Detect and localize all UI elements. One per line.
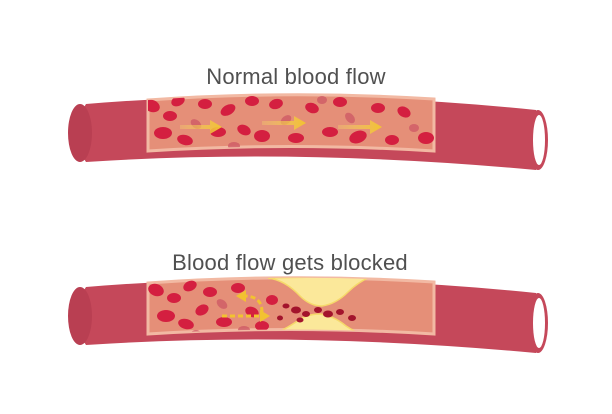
blood-cell [254, 130, 270, 142]
clot-cell [282, 303, 290, 309]
normal-flow-label: Normal blood flow [206, 64, 386, 89]
blood-cell [198, 99, 212, 109]
clot-cell [302, 311, 310, 317]
blood-cell [317, 96, 327, 104]
blood-cell [409, 124, 419, 132]
clot-cell [336, 309, 344, 315]
blood-cell [269, 98, 283, 110]
flow-arrow-icon [262, 116, 306, 130]
vessel-left-end [68, 287, 92, 345]
blood-cell [183, 280, 197, 292]
blood-cell [148, 283, 164, 297]
blood-cell [371, 103, 385, 113]
blood-cell [167, 293, 181, 303]
vessel-right-opening-inner [533, 115, 545, 165]
blocked-cells [148, 280, 278, 331]
blood-cell [171, 95, 185, 107]
vessel-left-end [68, 104, 92, 162]
arrow-head-icon [260, 310, 270, 322]
flow-arrow-icon [338, 120, 382, 134]
blood-cell [177, 134, 193, 146]
blood-cell [349, 130, 367, 144]
blood-cell [157, 310, 175, 322]
blocked-flow-arrows [222, 290, 270, 322]
blood-cell [255, 321, 269, 331]
blocked-vessel [68, 276, 548, 353]
blood-cell [418, 132, 434, 144]
blood-cell [148, 99, 160, 113]
blood-cell [216, 317, 232, 327]
blood-cell [163, 111, 177, 121]
flow-arrow-icon [180, 120, 222, 134]
flow-arrows [180, 116, 382, 134]
blood-cell [220, 104, 236, 116]
plaque-top [267, 277, 373, 307]
clot-cell [277, 315, 283, 321]
clot-cell [323, 310, 333, 318]
blood-cell [266, 295, 278, 305]
arrow-head-icon [236, 290, 246, 302]
blocked-flow-label: Blood flow gets blocked [172, 250, 408, 275]
blood-cell [195, 304, 209, 316]
blood-cell [305, 102, 319, 114]
blood-cell [397, 106, 411, 118]
normal-vessel [68, 93, 548, 170]
clot-cell [291, 306, 301, 314]
blood-cell [231, 283, 245, 293]
blood-cell [203, 287, 217, 297]
blood-cell [154, 127, 172, 139]
normal-cells [148, 95, 434, 150]
clot-cell [314, 307, 322, 313]
blood-cell [288, 133, 304, 143]
clot-cell [296, 317, 304, 323]
blood-cell [385, 135, 399, 145]
blood-cell [178, 318, 194, 330]
blood-cell [216, 299, 228, 309]
blood-cell [245, 96, 259, 106]
blood-cell [237, 124, 251, 136]
dashed-arrow-icon [243, 294, 264, 313]
blood-cell [333, 97, 347, 107]
clot-cell [348, 315, 356, 321]
blood-cell [322, 127, 338, 137]
blood-cell [345, 112, 355, 124]
clot-cells [277, 303, 356, 323]
vessel-right-opening-inner [533, 298, 545, 348]
